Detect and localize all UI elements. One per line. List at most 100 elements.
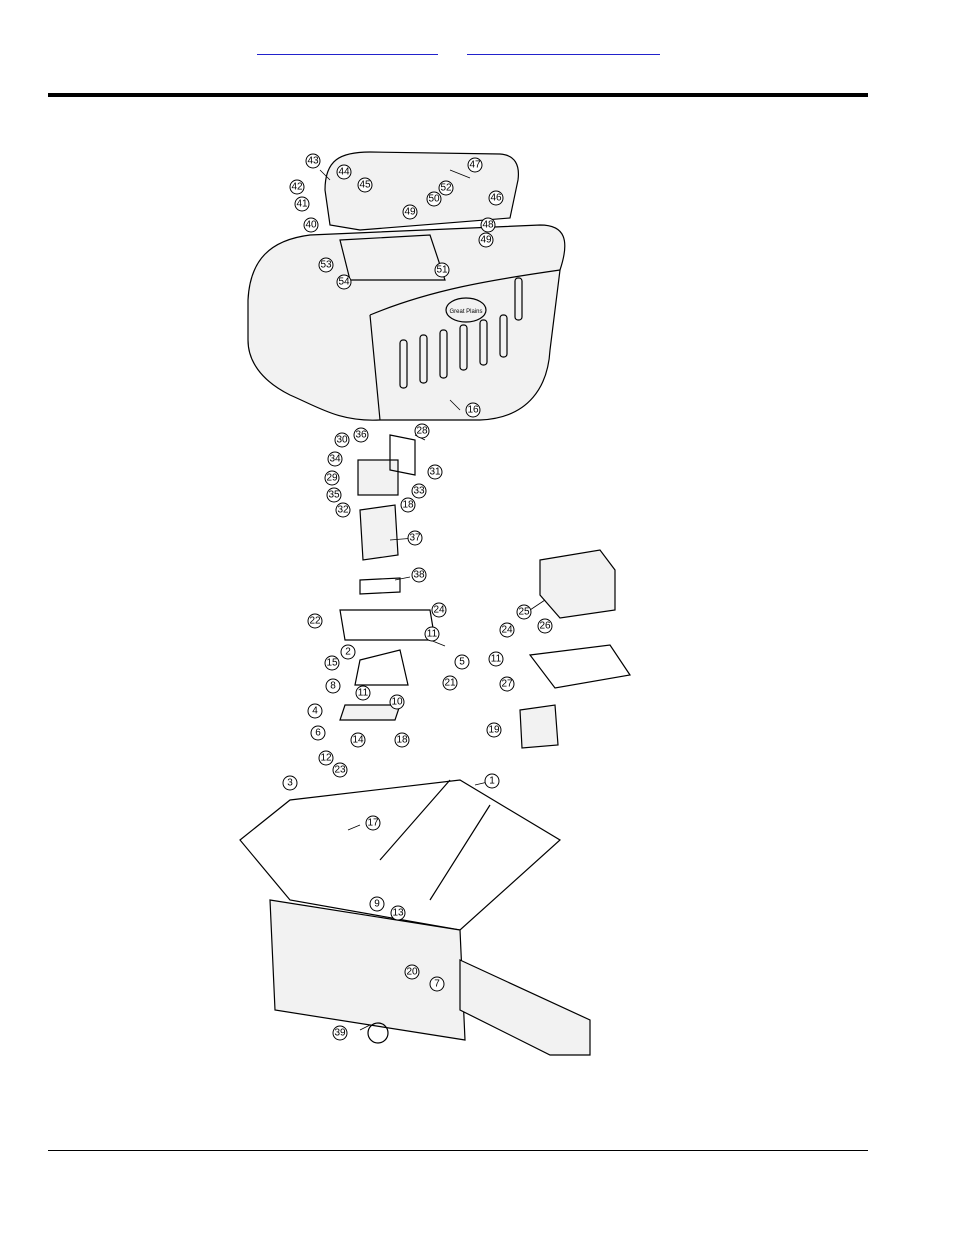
callout-9: 9 bbox=[369, 896, 385, 912]
callout-5: 5 bbox=[454, 654, 470, 670]
svg-text:9: 9 bbox=[374, 899, 380, 910]
callout-37: 37 bbox=[407, 530, 423, 546]
callout-39: 39 bbox=[332, 1025, 348, 1041]
callout-14: 14 bbox=[350, 732, 366, 748]
hopper-assembly: Great Plains bbox=[247, 151, 566, 421]
hopper-body bbox=[247, 224, 566, 421]
brand-logo-text: Great Plains bbox=[449, 309, 482, 315]
tongue-beam bbox=[459, 959, 591, 1056]
callout-36: 36 bbox=[353, 427, 369, 443]
callout-12: 12 bbox=[318, 750, 334, 766]
callout-29: 29 bbox=[324, 470, 340, 486]
callout-49: 49 bbox=[402, 204, 418, 220]
svg-text:11: 11 bbox=[358, 688, 369, 699]
callout-8: 8 bbox=[325, 678, 341, 694]
svg-text:11: 11 bbox=[491, 654, 502, 665]
svg-text:24: 24 bbox=[501, 625, 513, 636]
callout-43: 43 bbox=[305, 153, 321, 169]
cross-braces bbox=[379, 779, 491, 901]
svg-text:15: 15 bbox=[326, 658, 338, 669]
callout-52: 52 bbox=[438, 180, 454, 196]
svg-text:52: 52 bbox=[440, 183, 452, 194]
callout-16: 16 bbox=[465, 402, 481, 418]
callout-19: 19 bbox=[486, 722, 502, 738]
callout-30: 30 bbox=[334, 432, 350, 448]
callout-54: 54 bbox=[336, 274, 352, 290]
svg-text:28: 28 bbox=[416, 426, 428, 437]
main-frame bbox=[239, 779, 562, 931]
svg-text:51: 51 bbox=[436, 265, 448, 276]
svg-text:29: 29 bbox=[326, 473, 338, 484]
callout-51: 51 bbox=[434, 262, 450, 278]
svg-text:44: 44 bbox=[338, 167, 350, 178]
nav-link-2[interactable] bbox=[467, 40, 660, 55]
callout-35: 35 bbox=[326, 487, 342, 503]
svg-text:5: 5 bbox=[459, 657, 465, 668]
svg-text:40: 40 bbox=[305, 220, 317, 231]
svg-text:42: 42 bbox=[291, 182, 303, 193]
svg-text:31: 31 bbox=[429, 467, 441, 478]
svg-text:20: 20 bbox=[406, 967, 418, 978]
callout-31: 31 bbox=[427, 464, 443, 480]
lower-frame-body bbox=[269, 899, 466, 1041]
nav-link-1[interactable] bbox=[257, 40, 438, 55]
svg-text:23: 23 bbox=[334, 765, 346, 776]
svg-text:49: 49 bbox=[404, 207, 416, 218]
callout-48: 48 bbox=[480, 217, 496, 233]
hopper-lid bbox=[324, 151, 520, 231]
svg-text:43: 43 bbox=[307, 156, 319, 167]
callout-46: 46 bbox=[488, 190, 504, 206]
svg-text:16: 16 bbox=[467, 405, 479, 416]
callout-17: 17 bbox=[365, 815, 381, 831]
svg-text:38: 38 bbox=[413, 570, 425, 581]
svg-text:2: 2 bbox=[345, 647, 351, 658]
svg-text:14: 14 bbox=[352, 735, 364, 746]
callout-18b: 18 bbox=[394, 732, 410, 748]
hopper-slots bbox=[399, 277, 523, 389]
callout-25: 25 bbox=[516, 604, 532, 620]
svg-text:53: 53 bbox=[320, 260, 332, 271]
svg-text:25: 25 bbox=[518, 607, 530, 618]
svg-text:12: 12 bbox=[320, 753, 332, 764]
brand-logo bbox=[445, 297, 487, 323]
svg-text:46: 46 bbox=[490, 193, 502, 204]
bottle bbox=[519, 704, 559, 749]
svg-text:18: 18 bbox=[402, 500, 414, 511]
callout-3: 3 bbox=[282, 775, 298, 791]
svg-text:8: 8 bbox=[330, 681, 336, 692]
callout-24b: 24 bbox=[499, 622, 515, 638]
svg-text:32: 32 bbox=[337, 505, 349, 516]
header-rule bbox=[48, 93, 868, 97]
svg-text:11: 11 bbox=[427, 629, 438, 640]
callout-26: 26 bbox=[537, 618, 553, 634]
callout-20: 20 bbox=[404, 964, 420, 980]
callout-24: 24 bbox=[431, 602, 447, 618]
callout-53: 53 bbox=[318, 257, 334, 273]
hopper-front-panel bbox=[369, 269, 561, 421]
svg-text:18: 18 bbox=[396, 735, 408, 746]
svg-text:45: 45 bbox=[359, 180, 371, 191]
basket-assembly bbox=[519, 549, 632, 749]
svg-text:27: 27 bbox=[501, 679, 513, 690]
lid-opening bbox=[339, 234, 446, 281]
callout-28: 28 bbox=[414, 423, 430, 439]
svg-text:21: 21 bbox=[444, 678, 456, 689]
mount-bracket bbox=[354, 649, 409, 686]
svg-text:7: 7 bbox=[434, 979, 440, 990]
diagram-canvas: Great Plains 43 44 42 45 bbox=[239, 151, 632, 1056]
callout-27: 27 bbox=[499, 676, 515, 692]
svg-text:24: 24 bbox=[433, 605, 445, 616]
svg-text:10: 10 bbox=[391, 697, 403, 708]
spout-box bbox=[357, 459, 399, 496]
callout-22: 22 bbox=[307, 613, 323, 629]
svg-text:17: 17 bbox=[367, 818, 379, 829]
callout-34: 34 bbox=[327, 451, 343, 467]
callout-11c: 11 bbox=[355, 685, 371, 701]
callout-50: 50 bbox=[426, 191, 442, 207]
callout-13: 13 bbox=[390, 905, 406, 921]
basket-frame bbox=[528, 644, 632, 689]
callout-40: 40 bbox=[303, 217, 319, 233]
svg-text:34: 34 bbox=[329, 454, 341, 465]
callout-32: 32 bbox=[335, 502, 351, 518]
svg-text:3: 3 bbox=[287, 778, 293, 789]
